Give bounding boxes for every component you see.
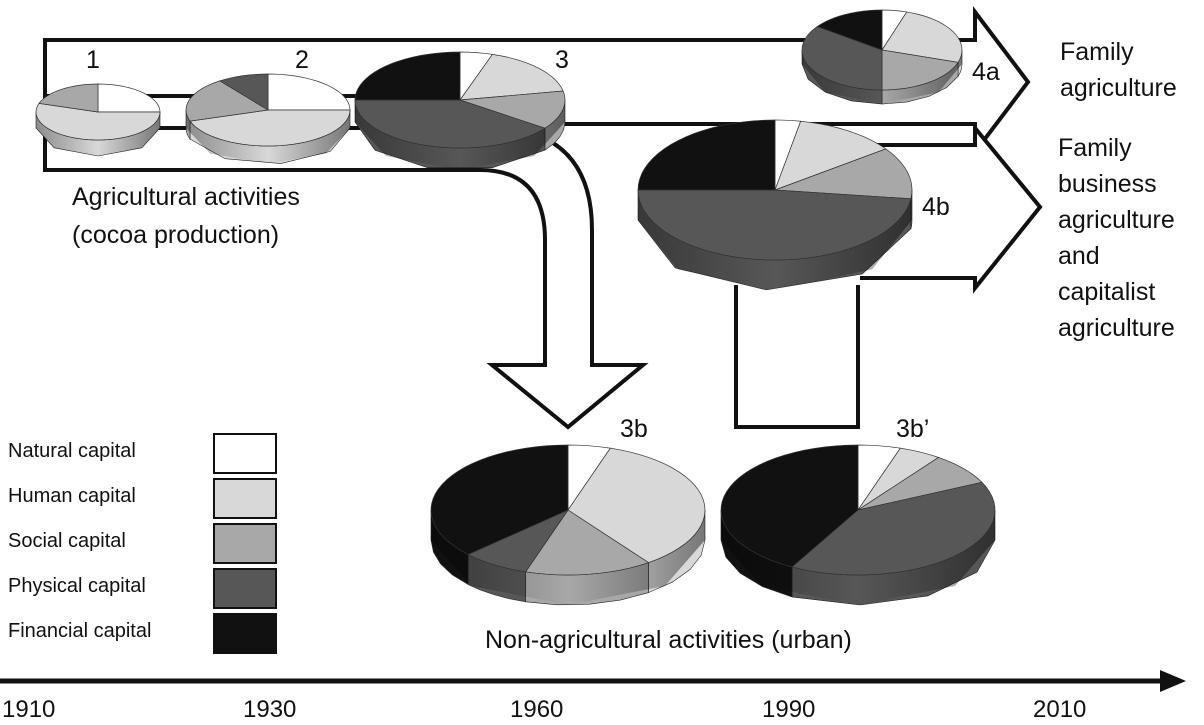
- pie-label-4a: 4a: [972, 58, 1000, 86]
- timeline-year-1960: 1960: [510, 696, 563, 723]
- pie-2-slice-social: [185, 80, 270, 122]
- pie-4a: [801, 9, 963, 105]
- pie-4a-side-shade: [802, 50, 962, 104]
- pie-3: [354, 51, 566, 170]
- pie-4b-side-shade: [638, 190, 912, 290]
- pie-4b-slice-financial: [637, 119, 776, 191]
- pie-3b2-slice-financial: [720, 444, 859, 568]
- pie-1-slice-natural: [97, 83, 161, 113]
- pie-4b: [637, 119, 913, 291]
- family-business-line6: agriculture: [1058, 314, 1175, 342]
- family-business-line4: and: [1058, 242, 1100, 270]
- legend-swatch-human: [213, 478, 277, 519]
- legend-label-human: Human capital: [8, 485, 136, 507]
- pie-1-slice-human: [35, 102, 161, 141]
- family-business-line3: agriculture: [1058, 206, 1175, 234]
- pie-label-1: 1: [86, 46, 100, 74]
- pie-3b-slice-human: [567, 447, 706, 563]
- pie-1-side-shade: [36, 112, 160, 156]
- pie-label-4b: 4b: [922, 193, 950, 221]
- connector-4b-3b-prime: [734, 285, 860, 429]
- timeline-year-1990: 1990: [762, 696, 815, 723]
- pie-label-3b-prime: 3b’: [896, 415, 929, 443]
- pies-layer: [35, 9, 996, 606]
- pie-4a-slice-social: [881, 49, 959, 91]
- legend-label-financial: Financial capital: [8, 620, 151, 642]
- pie-4a-slice-human: [881, 11, 963, 63]
- non-agricultural-label: Non-agricultural activities (urban): [485, 626, 852, 654]
- legend-swatch-physical: [213, 568, 277, 609]
- pie-3b-slice-social: [525, 509, 650, 576]
- pie-1-slice-social: [38, 83, 99, 113]
- pie-3-slice-human: [459, 53, 564, 101]
- legend-label-physical: Physical capital: [8, 575, 146, 597]
- pie-4a-slice-physical: [801, 26, 883, 91]
- agricultural-label-line2: (cocoa production): [72, 221, 279, 249]
- pie-label-3: 3: [555, 46, 569, 74]
- pie-4a-slice-financial: [816, 9, 883, 51]
- pie-2-slice-physical: [218, 73, 269, 111]
- timeline-year-1910: 1910: [2, 696, 55, 723]
- family-business-line2: business: [1058, 170, 1157, 198]
- pie-3b2: [720, 444, 996, 606]
- legend-label-natural: Natural capital: [8, 440, 136, 462]
- legend-swatch-financial: [213, 613, 277, 654]
- pie-3-slice-social: [459, 90, 566, 129]
- pie-2-side-shade: [186, 110, 350, 164]
- pie-4b-slice-social: [774, 148, 913, 200]
- pie-4b-slice-human: [774, 120, 887, 191]
- agricultural-label-line1: Agricultural activities: [72, 183, 300, 211]
- timeline-year-2010: 2010: [1033, 696, 1086, 723]
- pie-3b-slice-physical: [467, 509, 569, 573]
- legend-swatch-social: [213, 523, 277, 564]
- pie-3b2-side-shade: [721, 510, 995, 605]
- timeline-arrowhead: [1160, 670, 1186, 692]
- legend-swatch-natural: [213, 433, 277, 474]
- legend-label-social: Social capital: [8, 530, 126, 552]
- family-business-line5: capitalist: [1058, 278, 1155, 306]
- pie-3b-slice-financial: [430, 444, 569, 555]
- family-business-line1: Family: [1058, 134, 1132, 162]
- pie-1: [35, 83, 161, 157]
- pie-3b2-slice-physical: [791, 481, 996, 576]
- pie-label-2: 2: [295, 46, 309, 74]
- pie-3-slice-financial: [354, 51, 461, 101]
- timeline-year-1930: 1930: [243, 696, 296, 723]
- pie-3b-side-shade: [431, 510, 705, 605]
- family-agriculture-line2: agriculture: [1060, 74, 1177, 102]
- pie-3b: [430, 444, 706, 606]
- pie-label-3b: 3b: [620, 415, 648, 443]
- pie-2: [185, 73, 351, 164]
- pie-2-slice-natural: [267, 73, 351, 111]
- family-agriculture-line1: Family: [1060, 38, 1134, 66]
- legend: Natural capital Human capital Social cap…: [8, 433, 277, 654]
- pie-3-slice-physical: [354, 99, 546, 149]
- pie-3b2-slice-social: [857, 457, 983, 511]
- timeline: 1910 1930 1960 1990 2010: [0, 670, 1186, 723]
- pie-4b-slice-physical: [637, 189, 912, 261]
- pie-2-slice-human: [189, 109, 351, 147]
- pie-3-side-shade: [355, 100, 565, 170]
